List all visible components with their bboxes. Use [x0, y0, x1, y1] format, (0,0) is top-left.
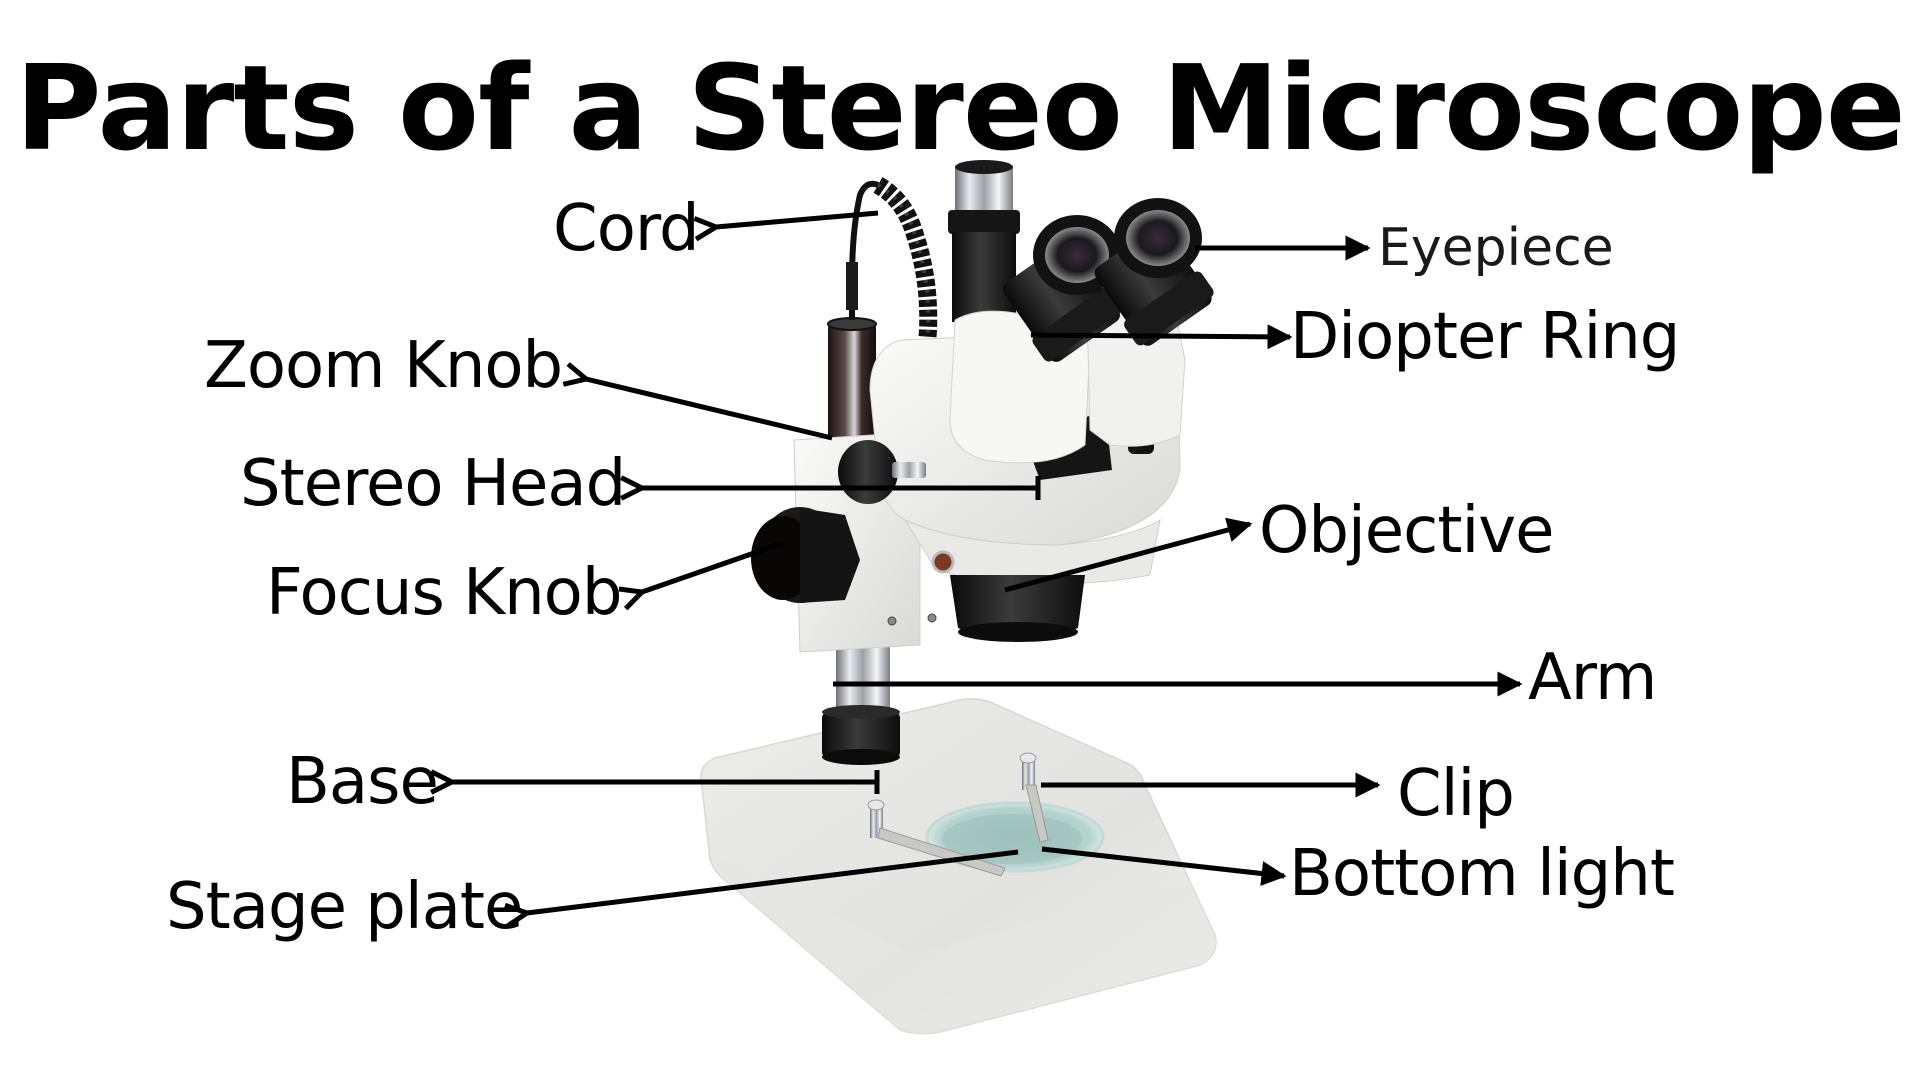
diopter-ring-pointer [1030, 324, 1293, 350]
label-diopter-ring: Diopter Ring [1290, 300, 1680, 374]
label-eyepiece: Eyepiece [1378, 218, 1614, 278]
pillar-part [822, 640, 900, 765]
focus-knob-pointer [642, 540, 784, 592]
label-stereo-head: Stereo Head [240, 447, 626, 521]
label-cord: Cord [553, 192, 700, 266]
label-zoom-knob: Zoom Knob [204, 329, 563, 403]
pointer-lines [452, 210, 1523, 913]
stage-plate-pointer [527, 849, 1019, 913]
bottom-light-pointer [1041, 846, 1287, 886]
label-arm: Arm [1528, 641, 1657, 715]
label-clip: Clip [1397, 757, 1515, 831]
cord-pointer [716, 210, 879, 227]
label-focus-knob: Focus Knob [266, 556, 622, 630]
label-bottom-light: Bottom light [1289, 837, 1675, 911]
eyepieces-part [1002, 198, 1214, 362]
label-objective: Objective [1259, 494, 1554, 568]
base-part [700, 698, 1217, 1035]
objective-pointer [1004, 517, 1253, 593]
light-and-cord [827, 177, 938, 444]
trinocular-tube [948, 160, 1020, 322]
page-title: Parts of a Stereo Microscope [15, 39, 1906, 177]
label-base: Base [286, 745, 439, 819]
zoom-knob-pointer [586, 379, 833, 441]
label-stage-plate: Stage plate [166, 870, 523, 944]
